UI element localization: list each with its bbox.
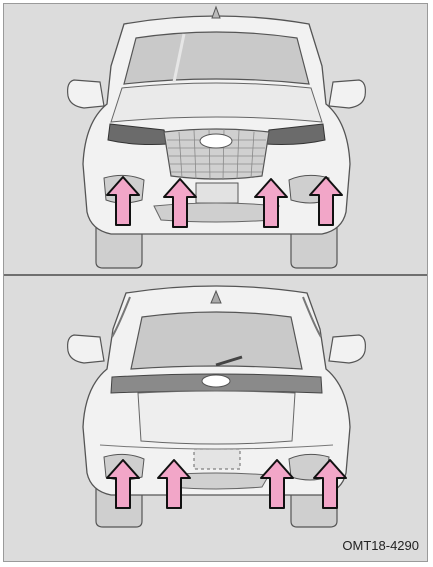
tailgate <box>138 391 295 444</box>
right-mirror <box>329 80 365 108</box>
figure-frame: OMT18-4290 <box>3 3 428 562</box>
right-mirror-rear <box>329 335 365 363</box>
front-view-panel <box>4 4 429 274</box>
rear-license-plate <box>194 449 240 469</box>
rear-view-panel <box>4 277 429 532</box>
rear-emblem <box>202 375 230 387</box>
front-license-plate <box>196 183 238 203</box>
front-vehicle-illustration <box>4 4 429 274</box>
rear-vehicle-illustration <box>4 277 429 532</box>
left-mirror <box>68 80 104 108</box>
brand-emblem <box>200 134 232 148</box>
figure-reference-code: OMT18-4290 <box>342 538 419 553</box>
antenna <box>212 7 220 18</box>
view-divider <box>4 274 427 276</box>
hood <box>111 83 322 122</box>
left-mirror-rear <box>68 335 104 363</box>
rear-window <box>131 312 302 369</box>
windshield <box>124 32 309 84</box>
